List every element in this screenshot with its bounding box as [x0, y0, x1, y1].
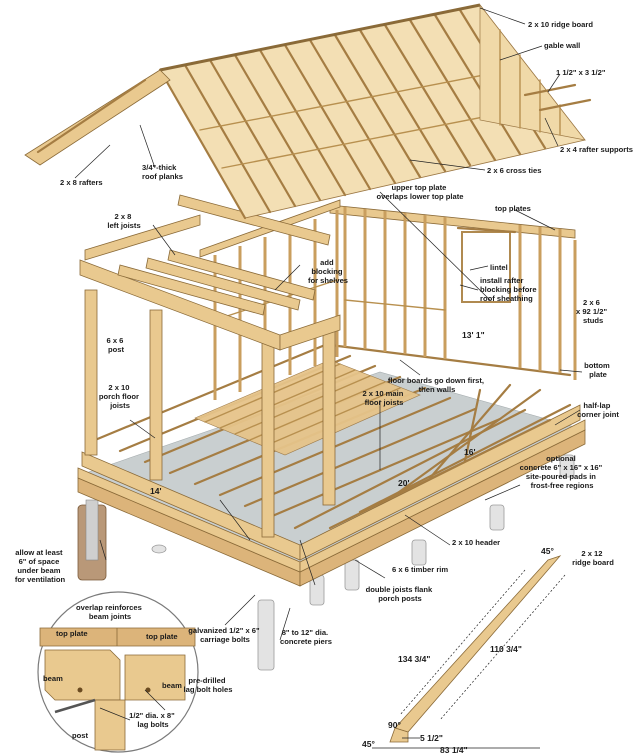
rafter-110-dimension: 110 3/4"	[490, 644, 522, 654]
upper-top-plate-label: upper top plate overlaps lower top plate	[377, 183, 464, 201]
beam-left-label: beam	[43, 674, 63, 683]
floor-boards-label: floor boards go down first, then walls	[388, 376, 486, 394]
interior-dimension: 13' 1"	[462, 330, 485, 340]
carriage-bolts-label: galvanized 1/2" x 6" carriage bolts	[188, 626, 261, 644]
ridge-board-12-label: 2 x 12 ridge board	[572, 549, 614, 567]
lintel-label: lintel	[490, 263, 508, 272]
predrilled-label: pre-drilled lag bolt holes	[184, 676, 233, 694]
pads-label: optional concrete 6" x 16" x 16" site-po…	[520, 454, 605, 490]
pier-cutaway	[77, 499, 107, 581]
main-joists-label: 2 x 10 main floor joists	[362, 389, 405, 407]
top-plate-right-label: top plate	[146, 632, 178, 641]
callout-labels: 2 x 10 ridge board gable wall 1 1/2" x 3…	[15, 20, 633, 740]
gable-wall-label: gable wall	[544, 41, 580, 50]
cross-ties-label: 2 x 6 cross ties	[487, 166, 541, 175]
roof-planks-label: 3/4"-thick roof planks	[142, 163, 183, 181]
left-joists-label: 2 x 8 left joists	[107, 212, 140, 230]
double-joists-label: double joists flank porch posts	[366, 585, 435, 603]
overlap-label: overlap reinforces beam joints	[76, 603, 144, 621]
loft-joists	[117, 194, 331, 316]
rafter-template	[372, 555, 566, 749]
post-detail-label: post	[72, 731, 89, 740]
angle-bottom-dimension: 45°	[362, 739, 375, 749]
concrete-piers-label: 8" to 12" dia. concrete piers	[280, 628, 332, 646]
porch-posts	[84, 289, 336, 538]
length-20-dimension: 20'	[398, 478, 409, 488]
add-blocking-label: add blocking for shelves	[308, 258, 348, 285]
bottom-plate-label: bottom plate	[584, 361, 612, 379]
width-16-dimension: 16'	[464, 447, 475, 457]
beam-right-label: beam	[162, 681, 182, 690]
leader-lines	[74, 7, 583, 721]
half-lap-label: half-lap corner joint	[577, 401, 619, 419]
allow-space-label: allow at least 6" of space under beam fo…	[15, 548, 66, 584]
timber-rim	[77, 419, 586, 587]
studs-label: 2 x 6 x 92 1/2" studs	[576, 298, 609, 325]
porch-14-dimension: 14'	[150, 486, 161, 496]
ridge-board-label: 2 x 10 ridge board	[528, 20, 593, 29]
rafter-supports-label: 2 x 4 rafter supports	[560, 145, 633, 154]
install-rafter-label: install rafter blocking before roof shea…	[480, 276, 539, 303]
dimension-labels: 13' 1" 16' 20' 14' 134 3/4" 110 3/4" 45°…	[150, 330, 554, 755]
beam-joint-detail	[37, 591, 199, 753]
top-plate-left-label: top plate	[56, 629, 88, 638]
rafter-support-size-label: 1 1/2" x 3 1/2"	[556, 68, 606, 77]
angle-top-dimension: 45°	[541, 546, 554, 556]
header-label: 2 x 10 header	[452, 538, 500, 547]
lag-bolts-label: 1/2" dia. x 8" lag bolts	[129, 711, 177, 729]
seat-cut-dimension: 5 1/2"	[420, 733, 443, 743]
post-label: 6 x 6 post	[106, 336, 125, 354]
angle-90-dimension: 90°	[388, 720, 401, 730]
timber-rim-label: 6 x 6 timber rim	[392, 565, 448, 574]
porch-beams	[79, 214, 341, 351]
run-dimension: 83 1/4"	[440, 745, 468, 755]
top-plates-label: top plates	[495, 204, 531, 213]
rafter-134-dimension: 134 3/4"	[398, 654, 430, 664]
porch-joists-label: 2 x 10 porch floor joists	[99, 383, 141, 410]
rafters-label: 2 x 8 rafters	[60, 178, 103, 187]
roof-framing	[24, 3, 592, 220]
